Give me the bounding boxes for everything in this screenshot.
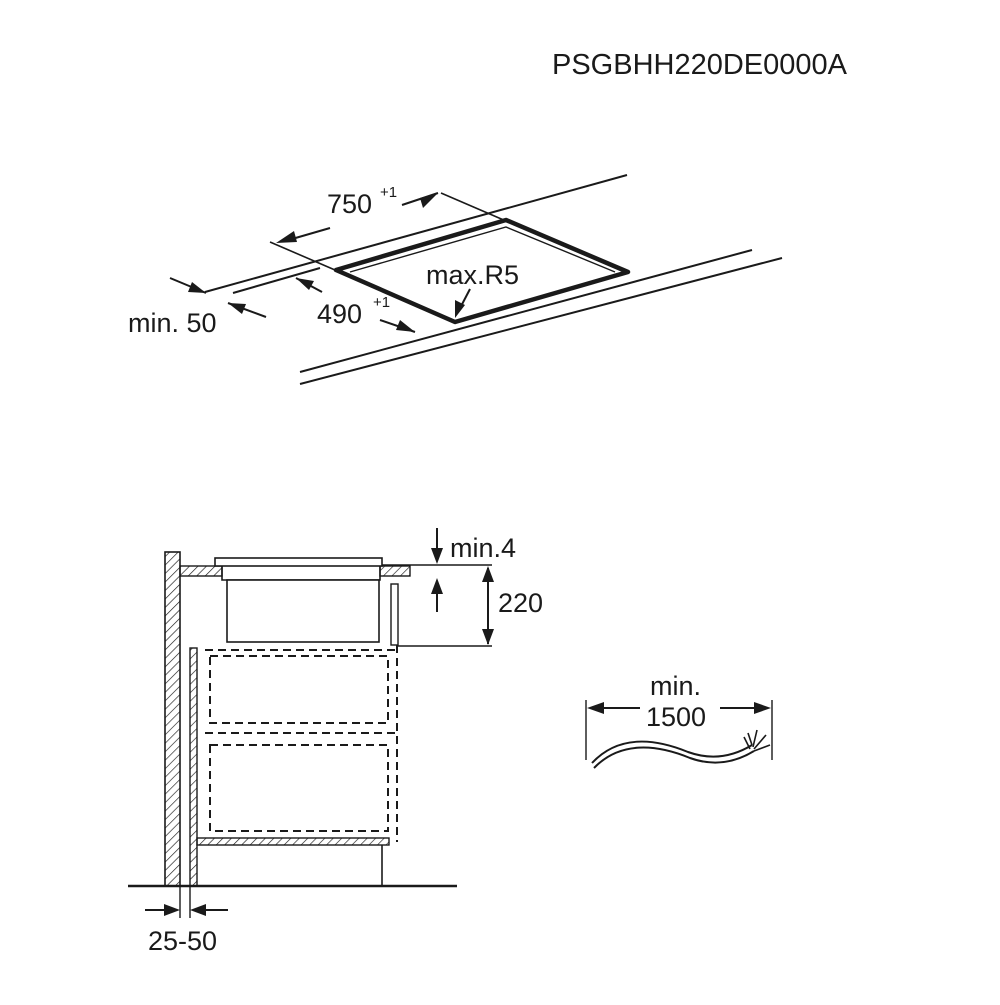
- front-edge-label: min. 50: [128, 308, 217, 338]
- dimension-min4: min.4: [382, 528, 516, 612]
- drawers: [205, 645, 398, 842]
- width-label: 750: [327, 189, 372, 219]
- worktop-section-right: [379, 565, 411, 577]
- power-cable: min. 1500: [585, 671, 773, 769]
- width-tolerance: +1: [380, 184, 397, 201]
- worktop-section-left: [179, 565, 223, 577]
- worktop-edge-inner: [232, 267, 321, 294]
- cable-length-line1: min.: [650, 671, 701, 701]
- dimension-min50: min. 50: [128, 277, 267, 338]
- wall-gap-label: 25-50: [148, 926, 217, 956]
- hob-body: [226, 579, 380, 643]
- worktop-front-edge-lower: [299, 257, 783, 385]
- worktop-back-edge: [204, 174, 628, 293]
- corner-radius: max.R5: [426, 260, 519, 318]
- cutout-outline: [333, 217, 631, 325]
- front-panel: [390, 583, 399, 646]
- cabinet-bottom: [196, 837, 390, 846]
- height-label: 220: [498, 588, 543, 618]
- cabinet-side: [189, 647, 198, 887]
- worktop-front-edge: [299, 249, 753, 373]
- clearance-label: min.4: [450, 533, 516, 563]
- dimension-490: 490 +1: [295, 277, 416, 333]
- depth-tolerance: +1: [373, 294, 390, 311]
- corner-radius-label: max.R5: [426, 260, 519, 290]
- section-view: [128, 551, 457, 888]
- depth-label: 490: [317, 299, 362, 329]
- document-code: PSGBHH220DE0000A: [552, 49, 848, 81]
- worktop-top-view: [204, 174, 783, 385]
- hob-glass: [214, 557, 383, 567]
- cable-length-line2: 1500: [646, 702, 706, 732]
- dimension-750: 750 +1: [269, 184, 507, 271]
- dimension-wall-gap: 25-50: [145, 886, 228, 956]
- wall: [164, 551, 181, 887]
- dimension-220: 220: [398, 566, 543, 647]
